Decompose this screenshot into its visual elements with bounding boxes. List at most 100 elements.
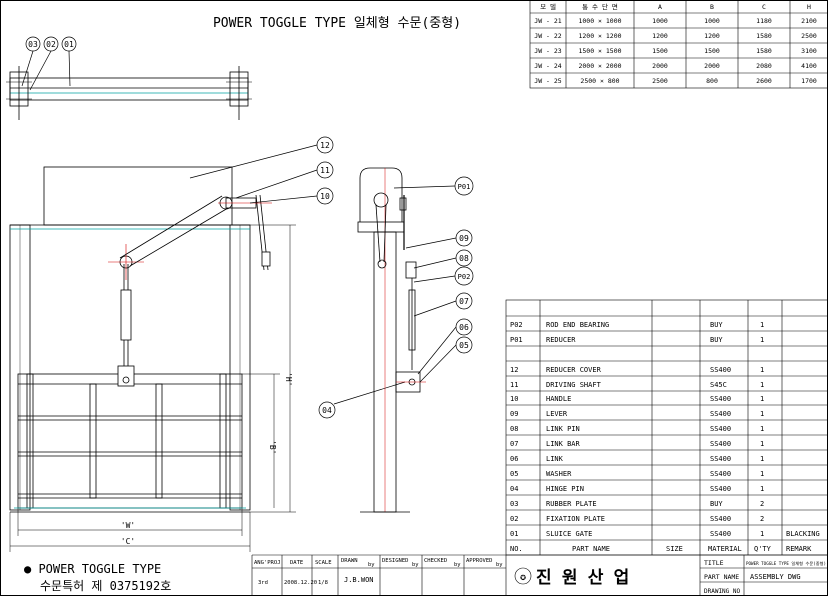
part-name: DRIVING SHAFT <box>546 381 602 389</box>
part-material: SS400 <box>710 455 731 463</box>
part-remark: BLACKING <box>786 530 820 538</box>
part-name: WASHER <box>546 470 572 478</box>
tb-approved-by: by <box>496 562 503 568</box>
part-no: 09 <box>510 410 518 418</box>
part-qty: 1 <box>760 395 764 403</box>
size-header-h: H <box>807 3 811 11</box>
part-name: LEVER <box>546 410 568 418</box>
size-cell: 1500 <box>652 47 668 55</box>
tb-proj-value: 3rd <box>258 580 268 586</box>
tb-checked-label: CHECKED <box>424 558 447 564</box>
part-no: 10 <box>510 395 518 403</box>
part-name: SLUICE GATE <box>546 530 592 538</box>
part-material: SS400 <box>710 366 731 374</box>
callout-label: 05 <box>459 341 469 350</box>
part-qty: 1 <box>760 381 764 389</box>
side-view <box>357 167 426 513</box>
size-header-section: 통 수 단 면 <box>582 2 618 11</box>
tb-date-label: DATE <box>290 560 303 566</box>
size-cell: 1580 <box>756 47 772 55</box>
part-material: S45C <box>710 381 727 389</box>
callout-label: 01 <box>64 40 74 49</box>
callout-label: 02 <box>46 40 56 49</box>
part-qty: 2 <box>760 515 764 523</box>
part-no: 12 <box>510 366 518 374</box>
size-cell: 1700 <box>801 77 817 85</box>
tb-title-value: POWER TOGGLE TYPE 일체형 수문(중형) <box>746 560 826 566</box>
part-no: 06 <box>510 455 518 463</box>
size-cell: JW - 24 <box>534 62 561 70</box>
size-cell: 2500 <box>652 77 668 85</box>
size-cell: JW - 22 <box>534 32 561 40</box>
part-no: 03 <box>510 500 518 508</box>
part-qty: 1 <box>760 410 764 418</box>
part-qty: 1 <box>760 470 764 478</box>
tb-scale-value: 1/8 <box>318 580 328 586</box>
tb-partname-value: ASSEMBLY DWG <box>750 573 801 581</box>
callout-label: P01 <box>458 183 471 191</box>
dim-c-label: 'C' <box>121 537 135 546</box>
company-logo-icon: ✪ <box>520 572 526 583</box>
part-material: BUY <box>710 500 723 508</box>
callout-label: 03 <box>28 40 38 49</box>
part-material: SS400 <box>710 485 731 493</box>
part-no: 04 <box>510 485 518 493</box>
part-material: SS400 <box>710 530 731 538</box>
part-name: HINGE PIN <box>546 485 584 493</box>
part-name: FIXATION PLATE <box>546 515 605 523</box>
callout-label: 08 <box>459 254 469 263</box>
size-cell: 1000 <box>704 17 720 25</box>
tb-drawn-by: by <box>368 562 375 568</box>
size-cell: JW - 23 <box>534 47 561 55</box>
callout-label: 04 <box>322 406 332 415</box>
front-dimensions <box>9 224 296 552</box>
part-qty: 1 <box>760 530 764 538</box>
size-cell: 2600 <box>756 77 772 85</box>
size-cell: 2000 <box>704 62 720 70</box>
tb-drawingno-label: DRAWING NO <box>704 588 741 595</box>
part-qty: 1 <box>760 366 764 374</box>
part-qty: 1 <box>760 425 764 433</box>
size-cell: 4100 <box>801 62 817 70</box>
title-block-text: ANG'PROJ 3rd DATE 2008.12.20 SCALE 1/8 D… <box>254 558 826 595</box>
parts-header-material: MATERIAL <box>708 545 742 553</box>
parts-header-name: PART NAME <box>572 545 610 553</box>
parts-table-text: P02 ROD END BEARING BUY 1 P01 REDUCER BU… <box>510 321 820 553</box>
tb-scale-label: SCALE <box>315 560 332 566</box>
part-name: REDUCER COVER <box>546 366 602 374</box>
callout-label: 11 <box>320 166 330 175</box>
part-qty: 1 <box>760 485 764 493</box>
size-header-a: A <box>658 3 662 11</box>
callout-label: 12 <box>320 141 330 150</box>
tb-designed-by: by <box>412 562 419 568</box>
tb-date-value: 2008.12.20 <box>284 580 317 586</box>
size-cell: 2000 × 2000 <box>578 62 621 70</box>
size-cell: 1000 <box>652 17 668 25</box>
tb-partname-label: PART NAME <box>704 573 739 581</box>
part-name: RUBBER PLATE <box>546 500 597 508</box>
part-name: LINK <box>546 455 564 463</box>
size-header-model: 모 델 <box>540 3 556 11</box>
tb-drawn-label: DRAWN <box>341 558 358 564</box>
size-cell: 3100 <box>801 47 817 55</box>
tb-approved-label: APPROVED <box>466 558 493 564</box>
callout-label: P02 <box>458 273 471 281</box>
part-no: 08 <box>510 425 518 433</box>
part-material: SS400 <box>710 395 731 403</box>
company-name: 진 원 산 업 <box>536 568 629 588</box>
tb-checked-by: by <box>454 562 461 568</box>
size-header-b: B <box>710 3 714 11</box>
part-name: HANDLE <box>546 395 571 403</box>
part-no: 07 <box>510 440 518 448</box>
part-qty: 1 <box>760 455 764 463</box>
size-table-text: 모 델 통 수 단 면 A B C H JW - 21 1000 × 1000 … <box>534 2 817 85</box>
dim-w-label: 'W' <box>121 521 135 530</box>
size-cell: 1200 <box>652 32 668 40</box>
part-name: REDUCER <box>546 336 576 344</box>
part-qty: 1 <box>760 336 764 344</box>
part-no: P02 <box>510 321 523 329</box>
part-no: 11 <box>510 381 518 389</box>
callout-label: 10 <box>320 192 330 201</box>
part-material: SS400 <box>710 425 731 433</box>
